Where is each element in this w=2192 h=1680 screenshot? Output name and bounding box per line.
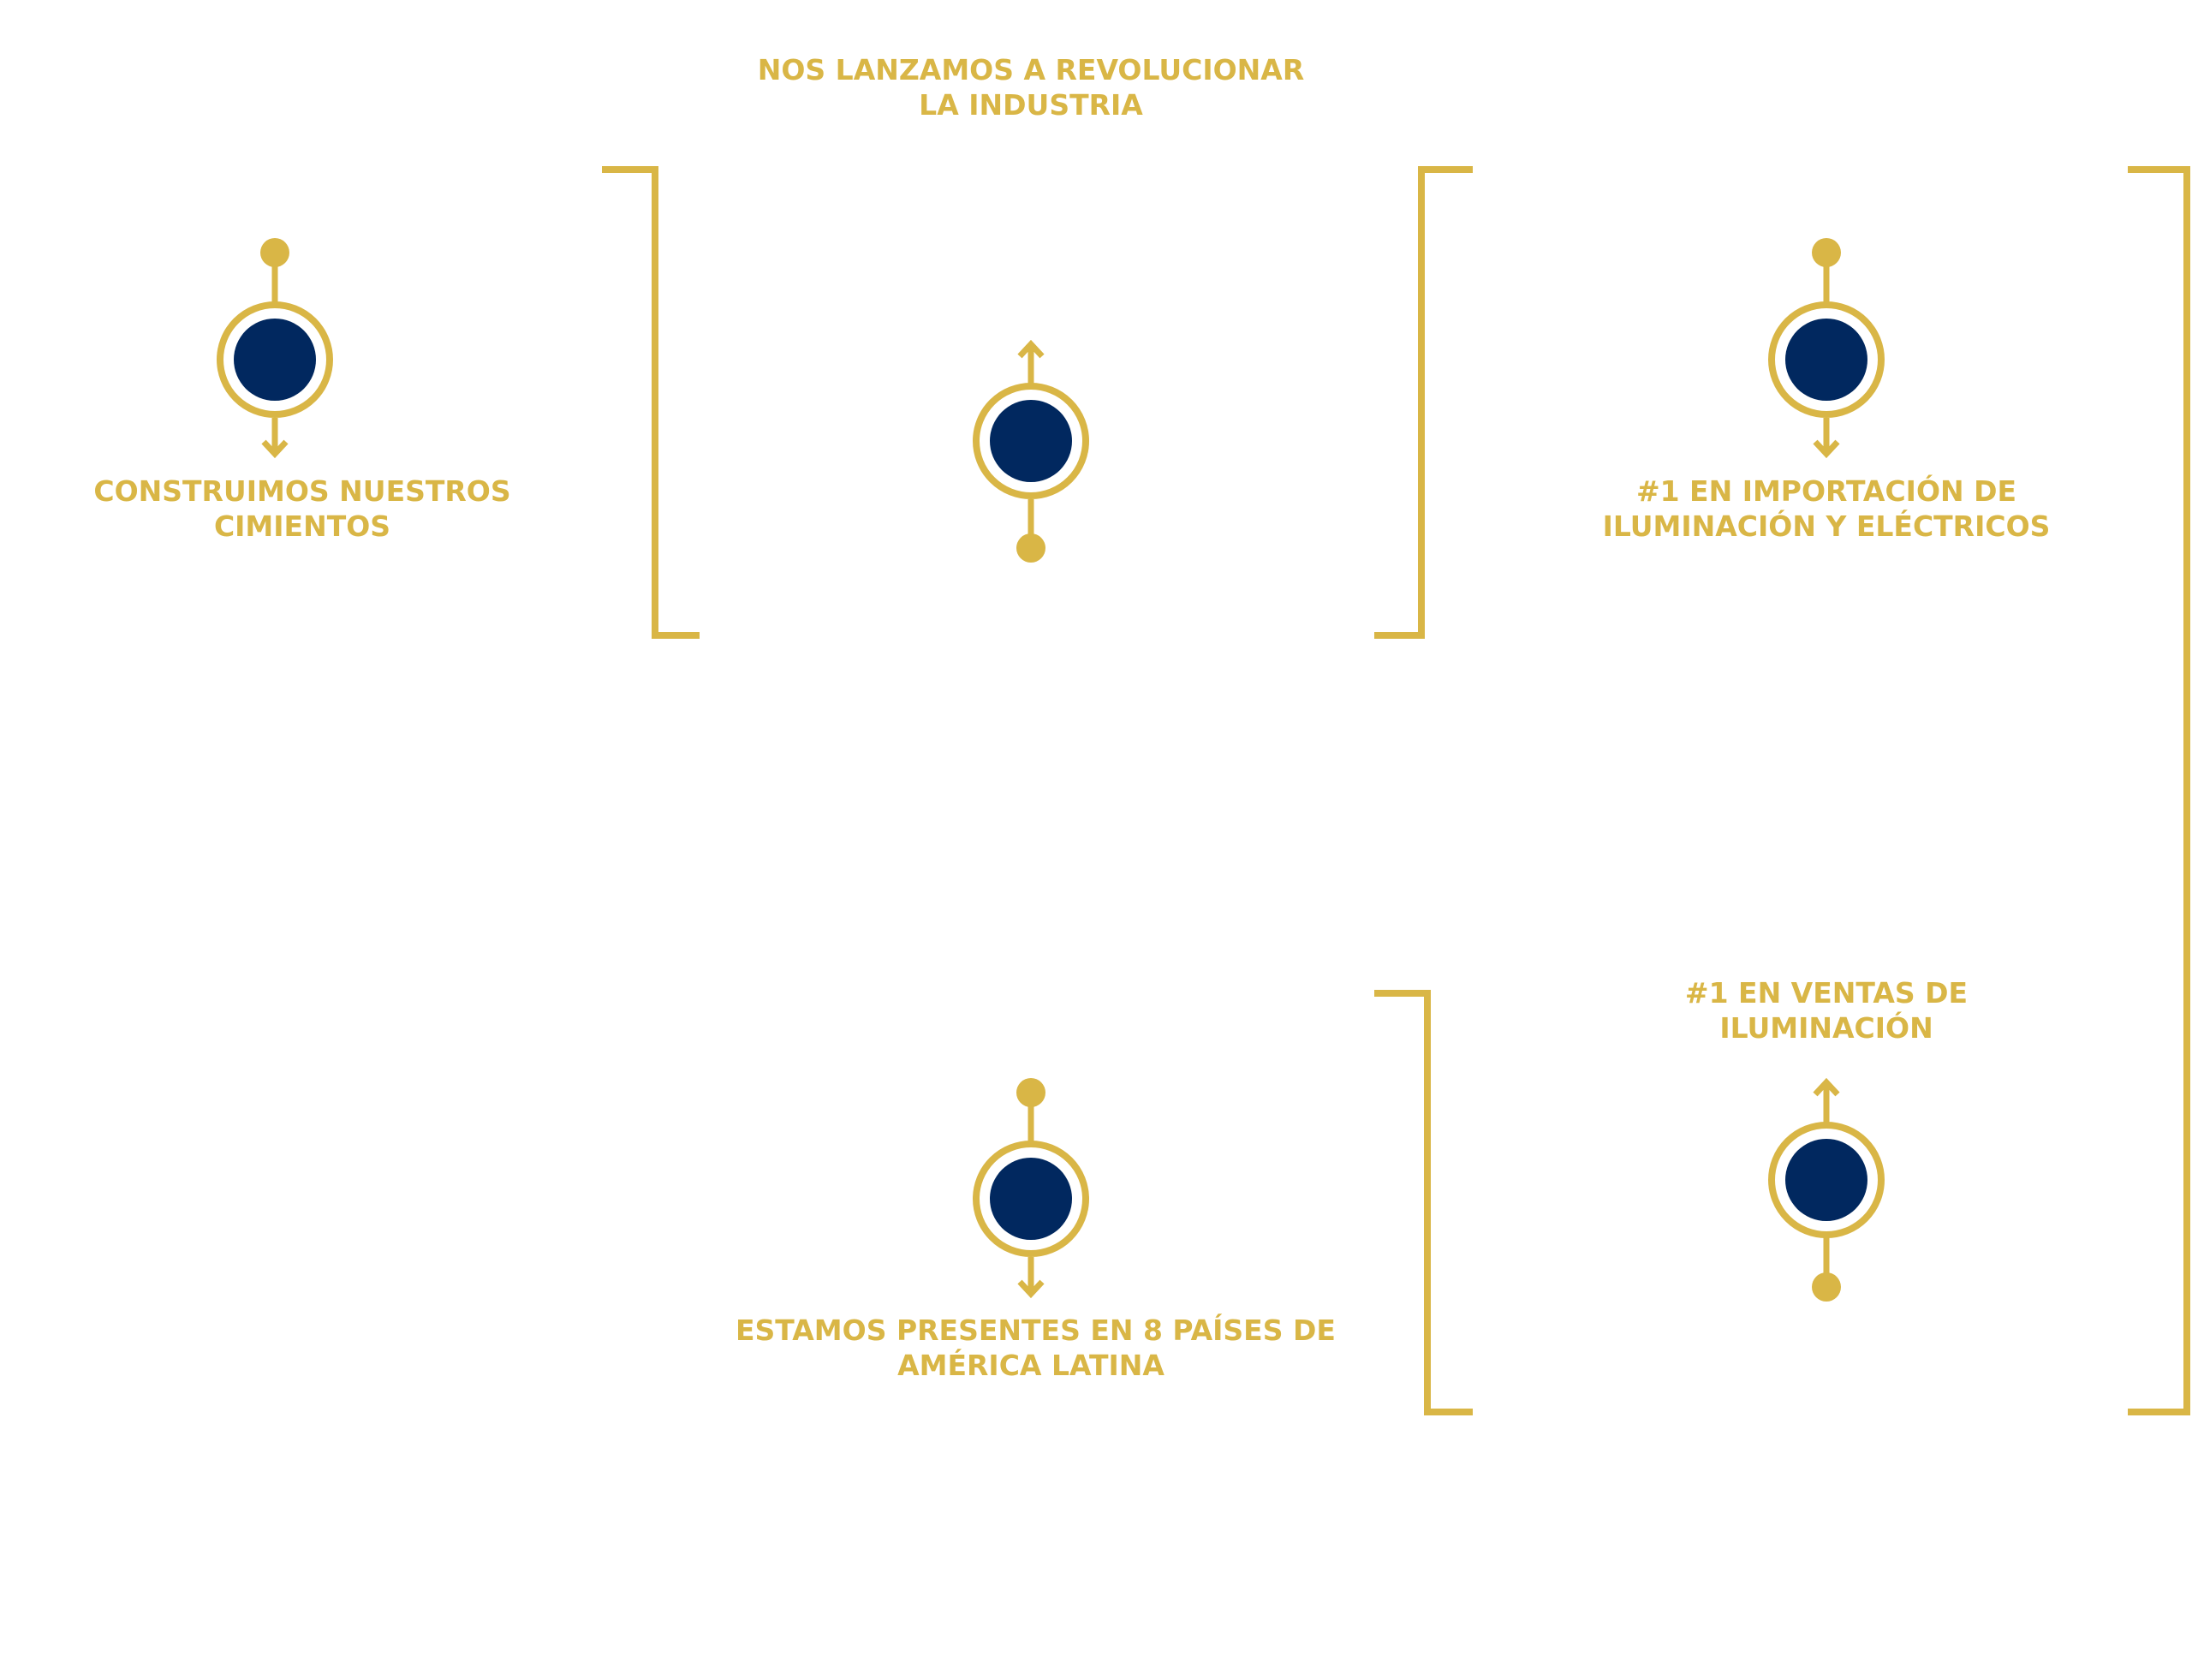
milestone-label-nos-lanzamos: NOS LANZAMOS A REVOLUCIONAR LA INDUSTRIA (748, 52, 1313, 122)
arrow-up-icon (1017, 339, 1045, 359)
node-core (1785, 319, 1867, 401)
connector-dot (1812, 1272, 1841, 1302)
arrow-down-icon (1813, 439, 1840, 459)
milestone-label-importacion: #1 EN IMPORTACIÓN DE ILUMINACIÓN Y ELÉCT… (1578, 474, 2075, 544)
label-line: AMÉRICA LATINA (897, 1349, 1164, 1382)
label-line: NOS LANZAMOS A REVOLUCIONAR (757, 53, 1305, 86)
node-core (990, 400, 1072, 482)
node-nos-lanzamos (973, 339, 1089, 563)
label-line: CONSTRUIMOS NUESTROS (93, 474, 511, 508)
label-line: ILUMINACIÓN Y ELÉCTRICOS (1602, 509, 2051, 543)
node-importacion (1768, 238, 1885, 459)
arrow-down-icon (261, 439, 289, 459)
node-core (234, 319, 316, 401)
node-ventas (1768, 1077, 1885, 1302)
label-line: LA INDUSTRIA (919, 88, 1143, 122)
node-core (1785, 1139, 1867, 1221)
bracket-2-to-3 (1374, 166, 1473, 639)
milestone-label-ventas: #1 EN VENTAS DE ILUMINACIÓN (1570, 975, 2083, 1046)
node-construimos (217, 238, 333, 459)
milestone-label-construimos: CONSTRUIMOS NUESTROS CIMIENTOS (88, 474, 516, 544)
bracket-connectors (602, 166, 2190, 1415)
milestone-label-presentes: ESTAMOS PRESENTES EN 8 PAÍSES DE AMÉRICA… (736, 1313, 1336, 1383)
node-presentes (973, 1078, 1089, 1299)
label-line: #1 EN IMPORTACIÓN DE (1635, 474, 2017, 508)
node-core (990, 1158, 1072, 1240)
arrow-down-icon (1017, 1279, 1045, 1299)
connector-dot (1016, 533, 1045, 563)
label-line: CIMIENTOS (213, 509, 391, 543)
bracket-3-to-4 (2128, 166, 2190, 1415)
bracket-4-to-5 (1374, 990, 1473, 1415)
arrow-up-icon (1813, 1077, 1840, 1097)
bracket-1-to-2 (602, 166, 700, 639)
label-line: #1 EN VENTAS DE (1684, 976, 1969, 1010)
label-line: ILUMINACIÓN (1719, 1011, 1933, 1045)
label-line: ESTAMOS PRESENTES EN 8 PAÍSES DE (736, 1314, 1336, 1347)
